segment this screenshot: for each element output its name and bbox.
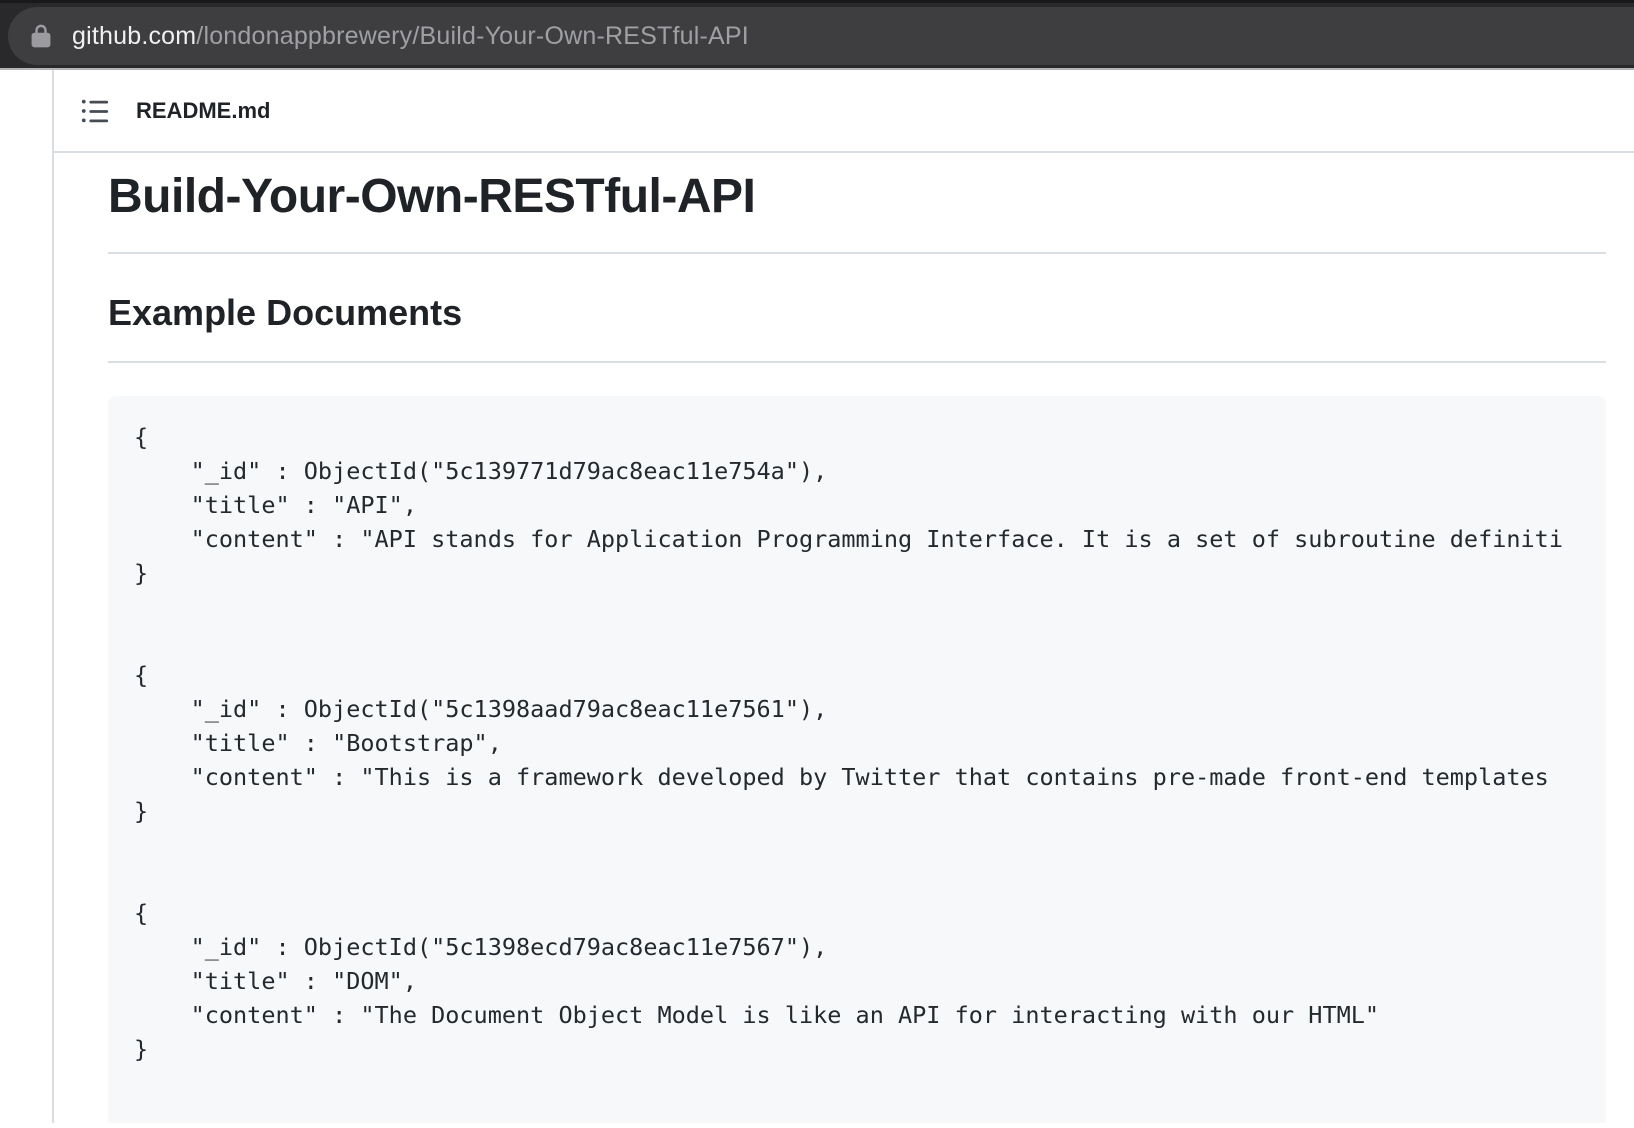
page-body: README.md Build-Your-Own-RESTful-API Exa… [0, 70, 1634, 1123]
page-title: Build-Your-Own-RESTful-API [108, 167, 1606, 254]
markdown-body: Build-Your-Own-RESTful-API Example Docum… [54, 153, 1634, 1123]
lock-icon [28, 23, 54, 49]
url-host: github.com [72, 21, 197, 50]
list-unordered-icon [81, 99, 109, 122]
browser-chrome: github.com/londonappbrewery/Build-Your-O… [0, 0, 1634, 70]
table-of-contents-button[interactable] [80, 96, 110, 126]
url-path: /londonappbrewery/Build-Your-Own-RESTful… [196, 21, 749, 50]
url-text: github.com/londonappbrewery/Build-Your-O… [72, 22, 749, 51]
readme-panel: README.md Build-Your-Own-RESTful-API Exa… [52, 70, 1634, 1123]
code-content: { "_id" : ObjectId("5c139771d79ac8eac11e… [134, 423, 1563, 1063]
code-block[interactable]: { "_id" : ObjectId("5c139771d79ac8eac11e… [108, 396, 1606, 1123]
address-bar[interactable]: github.com/londonappbrewery/Build-Your-O… [8, 7, 1634, 65]
readme-file-header: README.md [54, 70, 1634, 153]
section-heading-example-documents: Example Documents [108, 290, 1606, 363]
readme-filename: README.md [136, 97, 271, 123]
